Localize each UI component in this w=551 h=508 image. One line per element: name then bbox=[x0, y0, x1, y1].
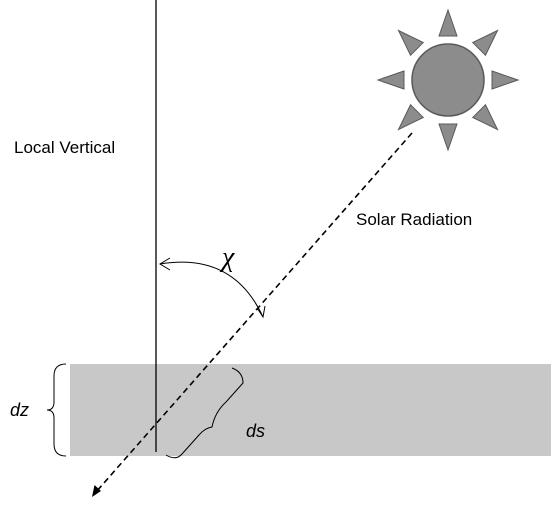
sun-ray bbox=[376, 70, 405, 90]
local-vertical-label: Local Vertical bbox=[14, 138, 115, 157]
sun-ray bbox=[491, 70, 520, 90]
dz-brace bbox=[46, 363, 67, 457]
zenith-angle-arc bbox=[159, 261, 264, 318]
ds-brace bbox=[165, 367, 244, 459]
sun-ray bbox=[471, 103, 499, 131]
arrowhead-icon bbox=[92, 485, 101, 497]
arc-arrowhead-left bbox=[159, 257, 171, 271]
sun-ray bbox=[397, 29, 425, 57]
sun-disk bbox=[411, 43, 485, 117]
sun-ray bbox=[438, 123, 458, 152]
zenith-angle-label: χ bbox=[219, 242, 235, 273]
solar-radiation-label: Solar Radiation bbox=[356, 210, 472, 229]
sun-icon bbox=[376, 8, 520, 152]
sun-ray bbox=[438, 8, 458, 37]
sun-ray bbox=[397, 103, 425, 131]
dz-label: dz bbox=[10, 400, 29, 420]
atmosphere-layer bbox=[70, 364, 551, 456]
sun-ray bbox=[471, 29, 499, 57]
arc-arrowhead-right bbox=[256, 305, 266, 319]
ds-label: ds bbox=[246, 421, 265, 441]
